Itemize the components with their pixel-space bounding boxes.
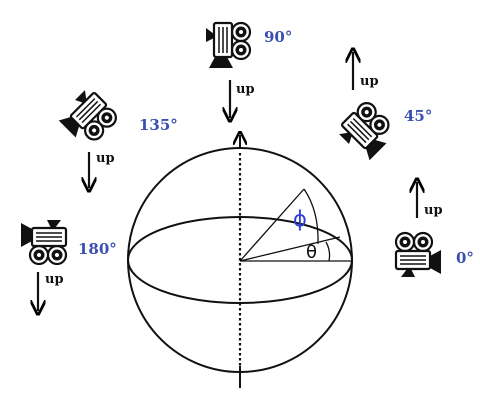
camera-180-up-label: up bbox=[45, 272, 64, 287]
camera-180-icon bbox=[19, 218, 68, 266]
sphere: ϕ θ bbox=[127, 135, 353, 388]
camera-90-up-label: up bbox=[236, 82, 255, 97]
camera-90: 90° up bbox=[204, 21, 292, 118]
phi-label: ϕ bbox=[293, 207, 307, 231]
camera-0: 0° up bbox=[394, 182, 474, 279]
camera-135-angle: 135° bbox=[139, 116, 178, 134]
camera-45: 45° up bbox=[334, 52, 432, 164]
camera-45-icon bbox=[334, 98, 400, 164]
camera-45-up-label: up bbox=[360, 74, 379, 89]
theta-arc bbox=[325, 241, 331, 262]
camera-180: 180° up bbox=[19, 218, 117, 311]
camera-135-up-label: up bbox=[96, 151, 115, 166]
camera-90-icon bbox=[204, 21, 252, 70]
camera-90-angle: 90° bbox=[264, 28, 292, 46]
theta-label: θ bbox=[306, 242, 317, 263]
camera-135: 135° up bbox=[55, 85, 178, 188]
radius-middle bbox=[239, 236, 341, 262]
camera-0-icon bbox=[394, 231, 443, 279]
camera-135-icon bbox=[55, 85, 121, 151]
camera-180-angle: 180° bbox=[78, 240, 117, 258]
camera-0-angle: 0° bbox=[456, 249, 474, 267]
phi-arc bbox=[303, 188, 319, 245]
radius-upper bbox=[239, 188, 305, 262]
camera-45-angle: 45° bbox=[404, 107, 432, 125]
camera-0-up-label: up bbox=[424, 203, 443, 218]
